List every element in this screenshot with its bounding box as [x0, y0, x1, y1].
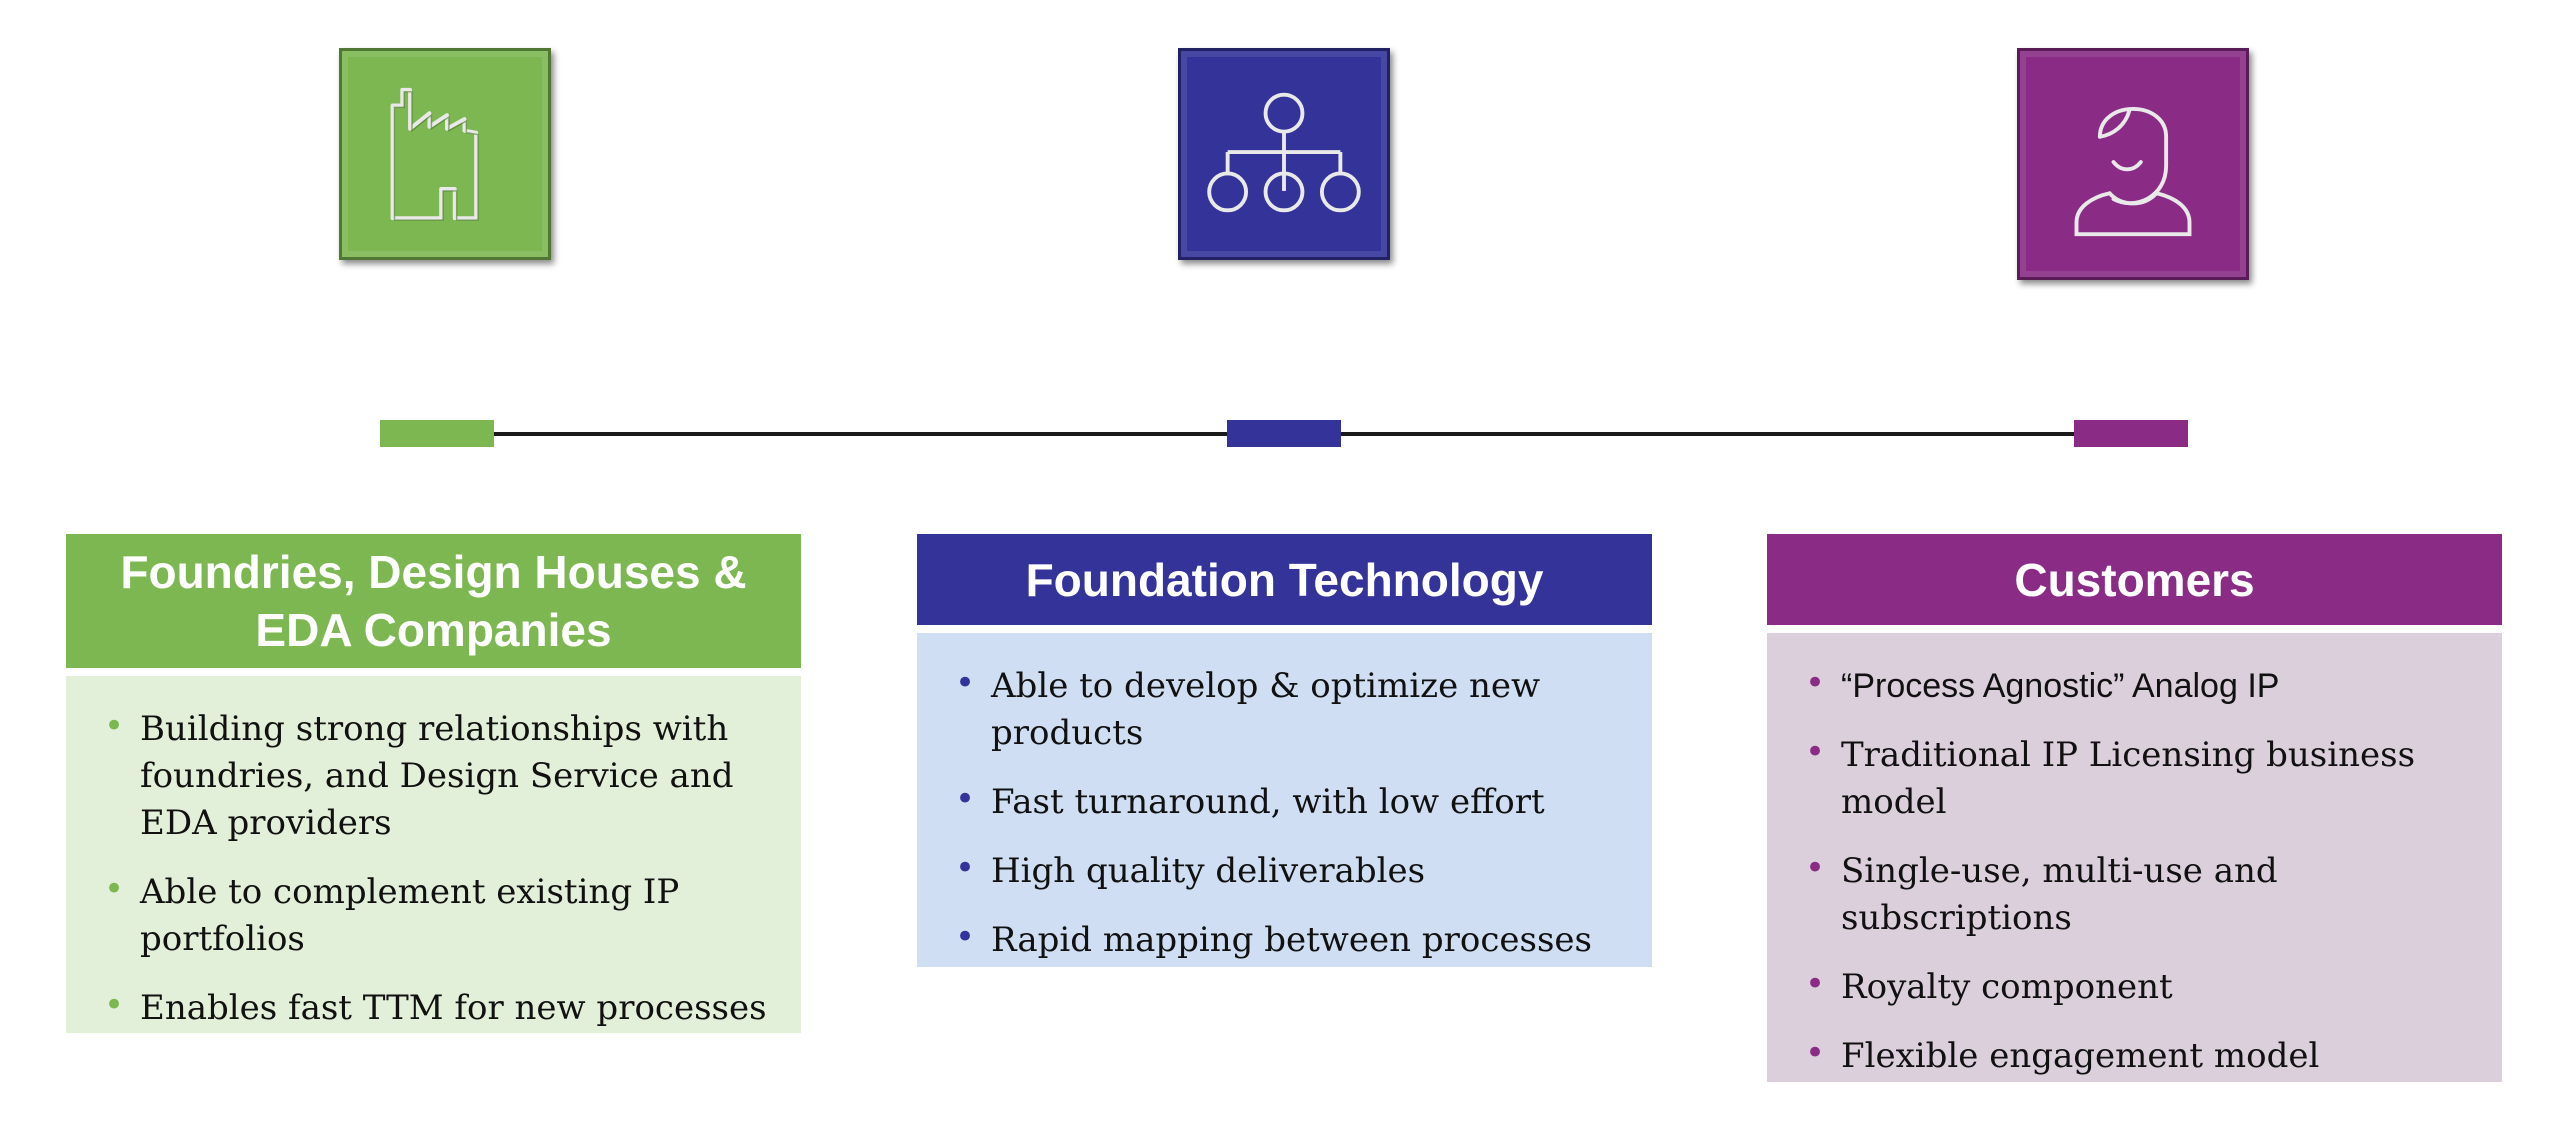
list-item: • Rapid mapping between processes — [953, 917, 1632, 964]
column-body-foundation-technology: • Able to develop & optimize new products… — [917, 633, 1652, 967]
timeline-marker-blue — [1227, 420, 1341, 447]
bullet-text: High quality deliverables — [991, 851, 1426, 891]
column-body-customers: • “Process Agnostic” Analog IP • Tradition… — [1767, 633, 2502, 1082]
person-tile — [2017, 48, 2249, 280]
bullet-text: Flexible engagement model — [1841, 1036, 2320, 1076]
bullet-text: Able to complement existing IP portfolio… — [140, 872, 680, 959]
timeline-marker-purple — [2074, 420, 2188, 447]
list-item: • Flexible engagement model — [1803, 1033, 2482, 1080]
bullet-dot: • — [1805, 964, 1826, 1004]
bullet-dot: • — [955, 848, 976, 888]
bullet-text: Building strong relationships with found… — [140, 709, 734, 843]
column-title-foundries: Foundries, Design Houses & EDA Companies — [66, 534, 801, 668]
factory-icon — [390, 87, 479, 221]
bullet-text: Traditional IP Licensing business model — [1841, 735, 2416, 822]
bullet-text: Enables fast TTM for new processes — [140, 988, 767, 1028]
column-title-customers: Customers — [1767, 534, 2502, 625]
bullet-dot: • — [955, 779, 976, 819]
bullet-dot: • — [955, 663, 976, 703]
bullet-dot: • — [1805, 1033, 1826, 1073]
list-item: • Single-use, multi-use and subscriptions — [1803, 848, 2482, 942]
bullet-dot: • — [1805, 732, 1826, 772]
list-item: • Able to complement existing IP portfoli… — [102, 869, 781, 963]
bullet-text: Single-use, multi-use and subscriptions — [1841, 851, 2278, 938]
person-icon — [2074, 107, 2192, 237]
list-item: • Building strong relationships with foun… — [102, 706, 781, 847]
bullet-text: Royalty component — [1841, 967, 2173, 1007]
timeline-marker-green — [380, 420, 494, 447]
org-chart-tile — [1178, 48, 1390, 260]
column-title-foundation-technology: Foundation Technology — [917, 534, 1652, 625]
bullet-dot: • — [104, 985, 125, 1025]
list-item: • Traditional IP Licensing business model — [1803, 732, 2482, 826]
column-body-foundries: • Building strong relationships with foun… — [66, 676, 801, 1033]
bullet-dot: • — [104, 706, 125, 746]
bullet-dot: • — [104, 869, 125, 909]
list-item: • High quality deliverables — [953, 848, 1632, 895]
bullet-dot: • — [1805, 663, 1826, 703]
bullet-text: Fast turnaround, with low effort — [991, 782, 1545, 822]
list-item: • Fast turnaround, with low effort — [953, 779, 1632, 826]
factory-tile — [339, 48, 551, 260]
org-chart-icon — [1207, 92, 1361, 213]
bullet-text: Rapid mapping between processes — [991, 920, 1592, 960]
bullet-text: Able to develop & optimize new products — [991, 666, 1541, 753]
list-item: • Royalty component — [1803, 964, 2482, 1011]
list-item: • Able to develop & optimize new products — [953, 663, 1632, 757]
list-item: • “Process Agnostic” Analog IP — [1803, 663, 2482, 710]
bullet-dot: • — [955, 917, 976, 957]
list-item: • Enables fast TTM for new processes — [102, 985, 781, 1032]
bullet-text: “Process Agnostic” Analog IP — [1841, 667, 2280, 705]
bullet-dot: • — [1805, 848, 1826, 888]
